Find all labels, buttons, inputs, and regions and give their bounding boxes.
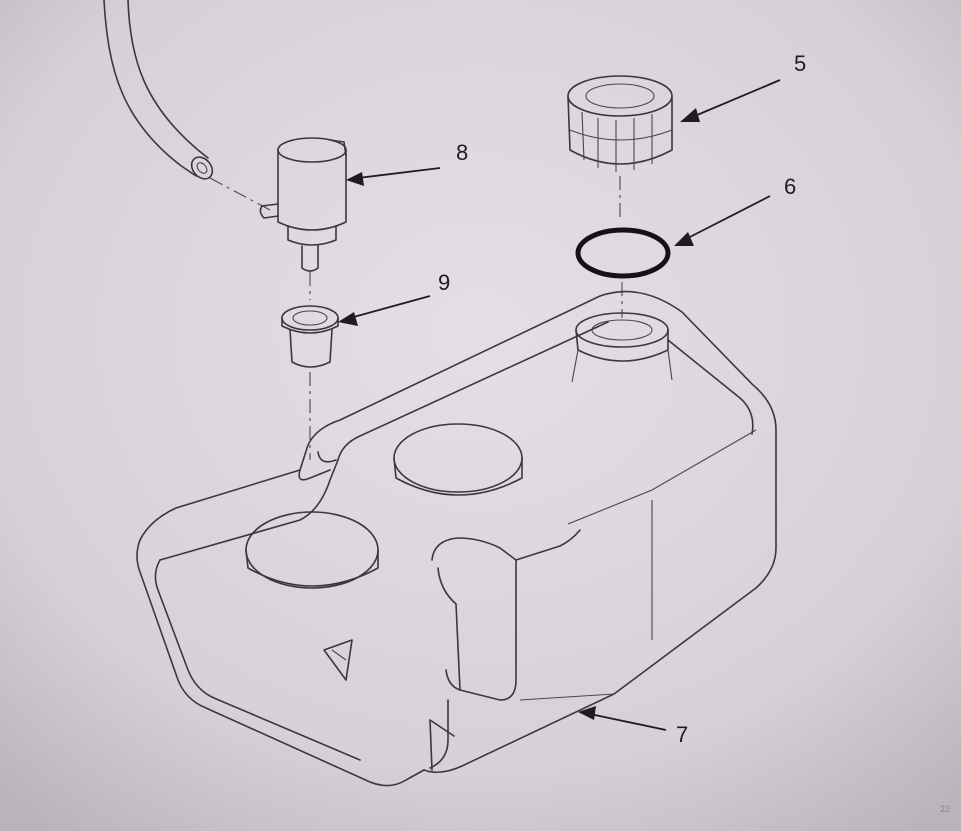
- callout-7: 7: [676, 722, 688, 747]
- part-5-cap: [567, 75, 673, 220]
- part-7-tank: [136, 290, 777, 787]
- hose: [103, 0, 271, 211]
- callout-leaders: [338, 79, 781, 731]
- callout-8: 8: [456, 140, 468, 165]
- part-6-o-ring: [575, 227, 671, 318]
- part-9-grommet: [281, 305, 339, 460]
- callout-5: 5: [794, 51, 806, 76]
- corner-figure-code: 22: [940, 804, 950, 814]
- callout-6: 6: [784, 174, 796, 199]
- callout-9: 9: [438, 270, 450, 295]
- part-8-pump: [259, 137, 347, 300]
